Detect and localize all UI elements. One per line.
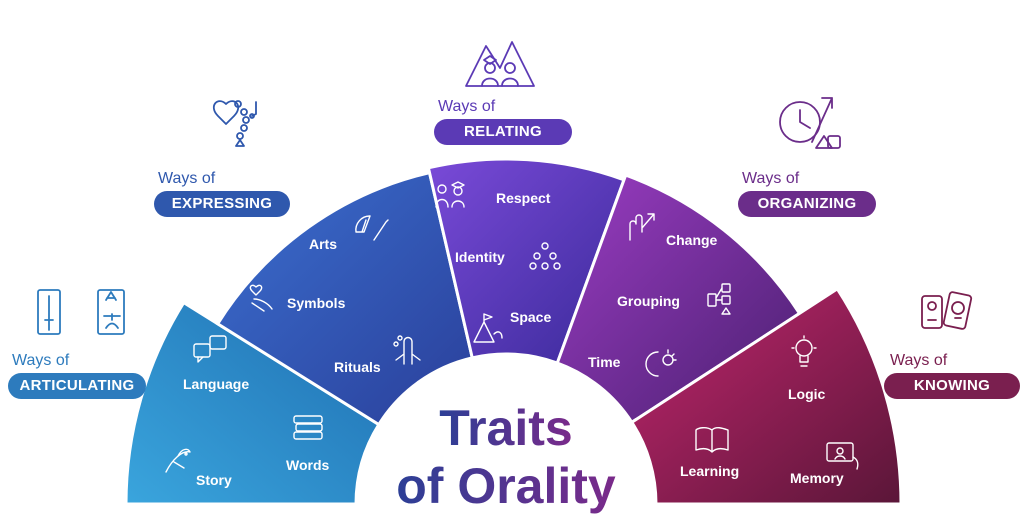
center-disc [360,358,652,504]
title-line-2: of Orality [396,458,616,514]
ways-of-label-relating: Ways of [438,98,496,115]
clock-arrow-shapes-icon [779,97,841,149]
mountain-people-icon [465,41,535,87]
trait-logic: Logic [788,386,826,402]
wedge-knowing [629,286,903,506]
heart-hand-icon [249,284,273,312]
trait-arts: Arts [309,236,337,252]
cards-bulb-icon [921,291,973,330]
category-pill-articulating: ARTICULATING [8,373,146,399]
trait-rituals: Rituals [334,359,381,375]
flowchart-icon [707,283,731,315]
photo-hand-icon [826,442,859,470]
books-stack-icon [293,415,323,440]
trait-change: Change [666,232,718,248]
wedge-articulating [124,300,381,506]
heart-beads-music-icon [213,100,257,147]
community-icon [529,242,561,270]
trait-time: Time [588,354,621,370]
wedge-organizing [555,173,802,425]
praying-hands-icon [393,335,421,365]
wedge-expressing [215,170,475,427]
dragon-icon [165,448,191,473]
ways-of-label-articulating: Ways of [12,352,70,369]
trait-space: Space [510,309,551,325]
speech-bubbles-icon [193,335,227,363]
ways-of-label-organizing: Ways of [742,170,800,187]
category-pill-organizing: ORGANIZING [738,191,876,217]
lightbulb-icon [791,335,817,367]
mountain-flag-icon [473,313,503,343]
trait-grouping: Grouping [617,293,680,309]
category-pill-expressing: EXPRESSING [154,191,290,217]
trait-memory: Memory [790,470,844,486]
moon-sun-icon [645,349,677,377]
trait-symbols: Symbols [287,295,346,311]
ways-of-label-expressing: Ways of [158,170,216,187]
trait-identity: Identity [455,249,505,265]
title-line-1: Traits [439,400,572,456]
elder-graduate-icon [435,181,465,208]
trait-story: Story [196,472,232,488]
trait-learning: Learning [680,463,739,479]
trait-words: Words [286,457,330,473]
trait-language: Language [183,376,249,392]
book-sword-icon [37,289,61,335]
ways-of-label-knowing: Ways of [890,352,948,369]
fan-brush-icon [355,215,389,241]
category-pill-relating: RELATING [434,119,572,145]
translate-icon [97,289,125,335]
open-book-icon [695,427,729,453]
hand-arrow-icon [629,213,655,241]
category-pill-knowing: KNOWING [884,373,1020,399]
trait-respect: Respect [496,190,551,206]
